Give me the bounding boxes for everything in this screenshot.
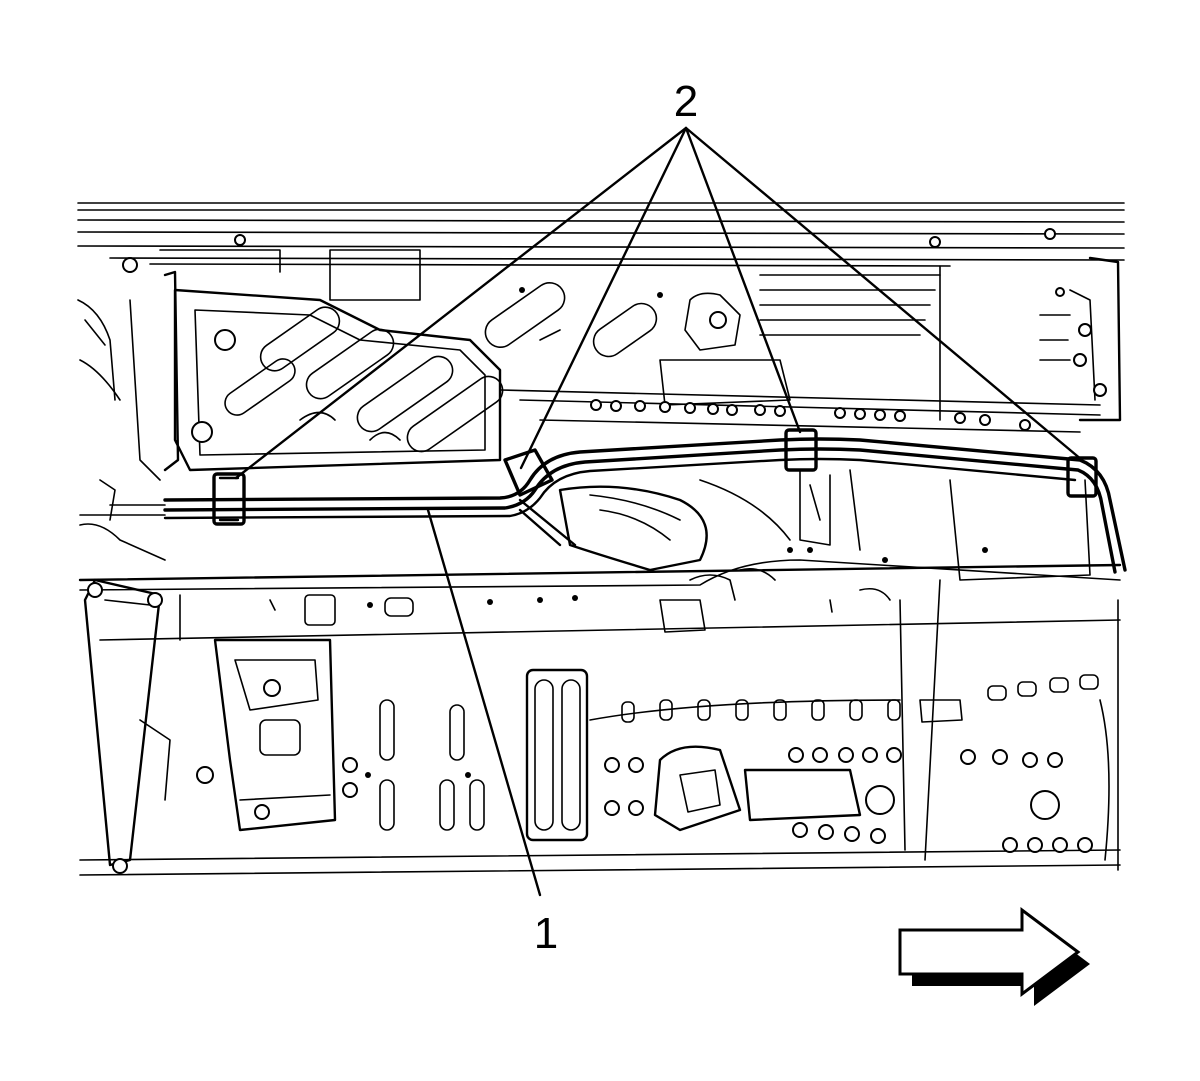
center-floor-panel xyxy=(484,281,791,406)
rail-holes xyxy=(590,399,1031,431)
retainer-clip-4 xyxy=(1066,456,1098,498)
lower-right-slots xyxy=(621,674,1099,723)
left-lower-arm xyxy=(83,578,214,874)
retainer-clip-2 xyxy=(503,448,577,547)
lower-rails xyxy=(78,559,1122,876)
right-end-bracket xyxy=(1039,256,1122,422)
retainer-clip-1 xyxy=(212,472,246,526)
upper-rail xyxy=(77,202,1125,421)
arrow-right-icon xyxy=(898,907,1090,1006)
lower-right-holes xyxy=(604,747,1093,853)
callout-label-1: 1 xyxy=(534,909,558,958)
retainer-clip-3 xyxy=(784,428,818,472)
line-bundle xyxy=(79,437,1127,574)
callout-1-leader xyxy=(426,508,542,897)
callout-2-leaders xyxy=(234,126,1084,480)
right-outer-edge xyxy=(899,579,1119,871)
left-mount-bracket xyxy=(213,638,337,832)
left-floor-panel xyxy=(173,288,504,472)
center-tunnel xyxy=(558,469,1091,581)
line-retainer-clips xyxy=(212,428,1098,547)
mid-rail xyxy=(499,389,1101,433)
lower-center-slots xyxy=(342,699,485,831)
left-frame-section xyxy=(77,270,180,521)
callout-label-2: 2 xyxy=(674,77,698,126)
center-jack-pad xyxy=(525,668,1060,842)
